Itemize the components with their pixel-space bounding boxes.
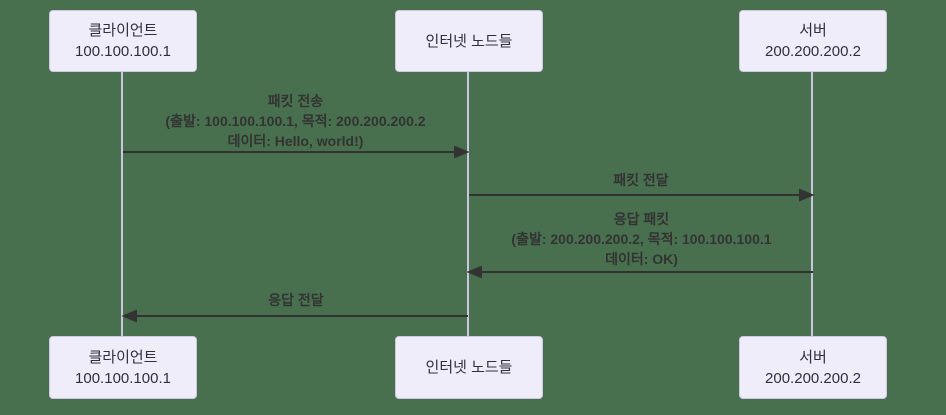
- message-line: 패킷 전송: [267, 93, 324, 109]
- actor-client-bottom: 클라이언트 100.100.100.1: [49, 336, 197, 399]
- actor-server-ip: 200.200.200.2: [765, 43, 861, 60]
- lifeline-internet: [467, 71, 469, 337]
- actor-client-top: 클라이언트 100.100.100.1: [49, 10, 197, 72]
- actor-server-ip: 200.200.200.2: [765, 369, 861, 387]
- message-line: 데이터: Hello, world!): [227, 133, 364, 149]
- message-label-response-forward: 응답 전달: [123, 290, 469, 310]
- message-line: (출발: 100.100.100.1, 목적: 200.200.200.2: [165, 113, 426, 129]
- actor-internet-name: 인터넷 노드들: [425, 32, 513, 50]
- actor-internet-bottom: 인터넷 노드들: [395, 336, 543, 399]
- message-line: 패킷 전달: [613, 172, 669, 188]
- message-label-packet-send: 패킷 전송 (출발: 100.100.100.1, 목적: 200.200.20…: [123, 91, 468, 151]
- actor-server-top: 서버 200.200.200.2: [739, 10, 887, 72]
- actor-server-name: 서버: [799, 22, 827, 39]
- actor-server-bottom: 서버 200.200.200.2: [739, 336, 887, 399]
- actor-client-ip: 100.100.100.1: [75, 369, 171, 387]
- actor-internet-top: 인터넷 노드들: [395, 10, 543, 72]
- actor-internet-name: 인터넷 노드들: [425, 359, 513, 376]
- actor-client-name: 클라이언트: [88, 22, 158, 39]
- lifeline-client: [121, 71, 123, 337]
- message-line: 응답 패킷: [613, 211, 670, 227]
- message-line: 데이터: OK): [605, 251, 678, 267]
- message-label-packet-forward: 패킷 전달: [469, 170, 813, 190]
- actor-server-name: 서버: [799, 348, 827, 366]
- lifeline-server: [811, 71, 813, 337]
- actor-client-name: 클라이언트: [88, 348, 158, 366]
- actor-client-ip: 100.100.100.1: [75, 43, 171, 60]
- message-label-response-packet: 응답 패킷 (출발: 200.200.200.2, 목적: 100.100.10…: [469, 209, 814, 269]
- message-line: 응답 전달: [268, 292, 324, 308]
- arrowhead-left-4: [121, 309, 137, 323]
- message-line: (출발: 200.200.200.2, 목적: 100.100.100.1: [511, 231, 772, 247]
